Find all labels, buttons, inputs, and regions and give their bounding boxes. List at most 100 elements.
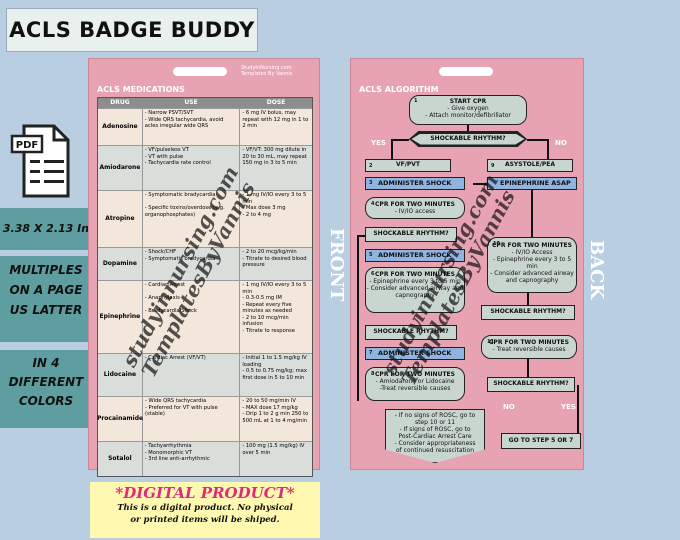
connector: [547, 139, 549, 159]
drug-dose: - 6 mg IV bolus, may repeat with 12 mg i…: [242, 110, 309, 129]
connector: [527, 293, 529, 305]
col-dose: DOSE: [266, 99, 286, 106]
multiples-line-2: ON A PAGE: [9, 283, 83, 297]
connector: [473, 183, 487, 185]
drug-name: Epinephrine: [98, 281, 143, 353]
front-card: StudyInNursing.com Templates By Vannis A…: [88, 58, 320, 477]
back-card: ACLS ALGORITHM 1 START CPR - Give oxygen…: [350, 58, 584, 470]
decision-text: SHOCKABLE RHYTHM?: [373, 230, 449, 237]
table-row: Amiodarone - VF/pulseless VT - VT with p…: [98, 145, 312, 190]
shockable-decision-2: SHOCKABLE RHYTHM?: [365, 227, 457, 242]
vf-pvt-node: 2 VF/PVT: [365, 159, 451, 172]
start-cpr-node: 1 START CPR - Give oxygen - Attach monit…: [409, 95, 527, 125]
drug-name: Adenosine: [98, 109, 143, 145]
shock-text: ADMINISTER SHOCK: [378, 179, 452, 187]
multiples-badge: MULTIPLES ON A PAGE US LATTER: [0, 256, 92, 342]
cpr-title: CPR FOR TWO MINUTES: [375, 271, 455, 278]
cpr-detail: - Consider advanced airway and capnograp…: [366, 285, 464, 299]
cpr-detail: - IV/IO access: [394, 208, 436, 215]
step-number: 9: [491, 163, 495, 169]
cpr-detail: - Amiodarone or Lidocaine: [375, 378, 455, 385]
multiples-line-3: US LATTER: [9, 303, 83, 317]
start-line-1: - Give oxygen: [447, 105, 489, 112]
step-number: 4: [371, 201, 375, 207]
table-row: Adenosine - Narrow PSVT/SVT - Wide QRS t…: [98, 108, 312, 145]
drug-use: - Narrow PSVT/SVT - Wide QRS tachycardia…: [143, 109, 241, 145]
rosc-line: - Consider appropriateness: [394, 440, 476, 447]
drug-dose: - VF/VT: 300 mg dilute in 20 to 30 mL, m…: [242, 147, 307, 166]
pdf-file-icon: PDF: [10, 122, 72, 200]
step-number: 6: [371, 271, 375, 277]
drug-use: - Tachyarrhythmia - Monomorphic VT - 3rd…: [143, 442, 241, 476]
colors-line-1: IN 4: [32, 356, 60, 370]
cpr-epi-node: 6 CPR FOR TWO MINUTES - Epinephrine ever…: [365, 267, 465, 313]
step-number: 2: [369, 163, 373, 169]
front-label: FRONT: [326, 228, 347, 302]
step-number: 3: [369, 180, 373, 186]
drug-name: Sotalol: [98, 442, 143, 476]
decision-text: SHOCKABLE RHYTHM?: [430, 135, 506, 142]
connector: [467, 125, 469, 131]
drug-name: Procainamide: [97, 397, 143, 441]
step-number: 8: [371, 371, 375, 377]
connector: [357, 235, 359, 401]
rosc-line: Post-Cardiac Arrest Care: [398, 433, 472, 440]
shockable-decision-4: SHOCKABLE RHYTHM?: [481, 305, 575, 320]
decision-text: SHOCKABLE RHYTHM?: [493, 380, 569, 387]
drug-dose: - 1 mg IV/IO every 3 to 5 min - Max dose…: [242, 192, 307, 218]
shockable-decision-1: SHOCKABLE RHYTHM?: [409, 131, 527, 147]
table-row: Dopamine - Shock/CHF - Symptomatic brady…: [98, 247, 312, 280]
digital-line-2: or printed items will be shiped.: [130, 515, 280, 525]
asystole-pea-node: 9 ASYSTOLE/PEA: [487, 159, 573, 172]
colors-line-2: DIFFERENT: [8, 375, 84, 389]
drug-use: - Wide QRS tachycardia - Preferred for V…: [143, 397, 241, 441]
step-number: 5: [369, 252, 373, 258]
drug-name: Atropine: [98, 191, 143, 247]
drug-dose: - 20 to 50 mg/min IV - MAX dose 17 mg/kg…: [242, 398, 309, 424]
drug-use: - Shock/CHF - Symptomatic bradycardia: [143, 248, 241, 280]
drug-use: - Cardiac Arrest (VF/VT): [143, 354, 241, 396]
drug-dose: - 100 mg (1.5 mg/kg) IV over 5 min: [242, 443, 305, 456]
connector: [527, 139, 549, 141]
rosc-line: - If signs of ROSC, go to: [399, 426, 471, 433]
epinephrine-asap: EPINEPHRINE ASAP: [487, 177, 577, 190]
product-title: ACLS BADGE BUDDY: [9, 18, 255, 42]
cpr-detail: - IV/IO Access: [511, 249, 553, 256]
start-line-2: - Attach monitor/defibrillator: [425, 112, 511, 119]
step-number: 1: [414, 98, 418, 104]
table-row: Procainamide - Wide QRS tachycardia - Pr…: [97, 396, 312, 441]
badge-slot: [439, 67, 493, 76]
connector: [531, 190, 533, 237]
administer-shock-1: 3 ADMINISTER SHOCK: [365, 177, 465, 190]
shockable-decision-5: SHOCKABLE RHYTHM?: [487, 377, 575, 392]
colors-line-3: COLORS: [18, 394, 74, 408]
rosc-box: - If no signs of ROSC, go to step 10 or …: [385, 409, 485, 463]
drug-dose: - 1 mg IV/IO every 3 to 5 min - 0.3-0.5 …: [242, 282, 307, 334]
rosc-line: of continued resuscitation: [395, 447, 475, 454]
back-label: BACK: [586, 240, 607, 300]
cpr-title: CPR FOR TWO MINUTES: [375, 201, 455, 208]
start-title: START CPR: [449, 98, 487, 105]
asystole-text: ASYSTOLE/PEA: [504, 161, 556, 168]
colors-badge: IN 4 DIFFERENT COLORS: [0, 350, 92, 428]
drug-use: - VF/pulseless VT - VT with pulse - Tach…: [143, 146, 241, 190]
cpr-detail: - Epinephrine every 3 to 5 min: [369, 278, 461, 285]
shockable-decision-3: SHOCKABLE RHYTHM?: [365, 325, 457, 340]
cpr-detail: - Epinephrine every 3 to 5 min: [492, 256, 572, 270]
digital-product-banner: *DIGITAL PRODUCT* This is a digital prod…: [90, 482, 320, 538]
drug-name: Lidocaine: [98, 354, 143, 396]
digital-title: *DIGITAL PRODUCT*: [115, 484, 295, 502]
epi-text: EPINEPHRINE ASAP: [500, 179, 571, 187]
drug-use: - Cardiac Arrest - Anaphylaxis - Bradyca…: [143, 281, 241, 353]
drug-dose: - Initial 1 to 1.5 mg/kg IV loading - 0.…: [242, 355, 307, 381]
connector: [357, 235, 365, 237]
administer-shock-3: 7 ADMINISTER SHOCK: [365, 347, 465, 360]
connector: [391, 139, 409, 141]
decision-text: SHOCKABLE RHYTHM?: [373, 328, 449, 335]
col-drug: DRUG: [110, 99, 130, 106]
table-header: DRUG USE DOSE: [98, 98, 312, 108]
drug-name: Dopamine: [98, 248, 143, 280]
table-row: Atropine - Symptomatic bradycardia - Spe…: [98, 190, 312, 247]
goto-step-node: GO TO STEP 5 OR 7: [501, 433, 581, 449]
cpr-detail: - Treat reversible causes: [492, 346, 566, 353]
